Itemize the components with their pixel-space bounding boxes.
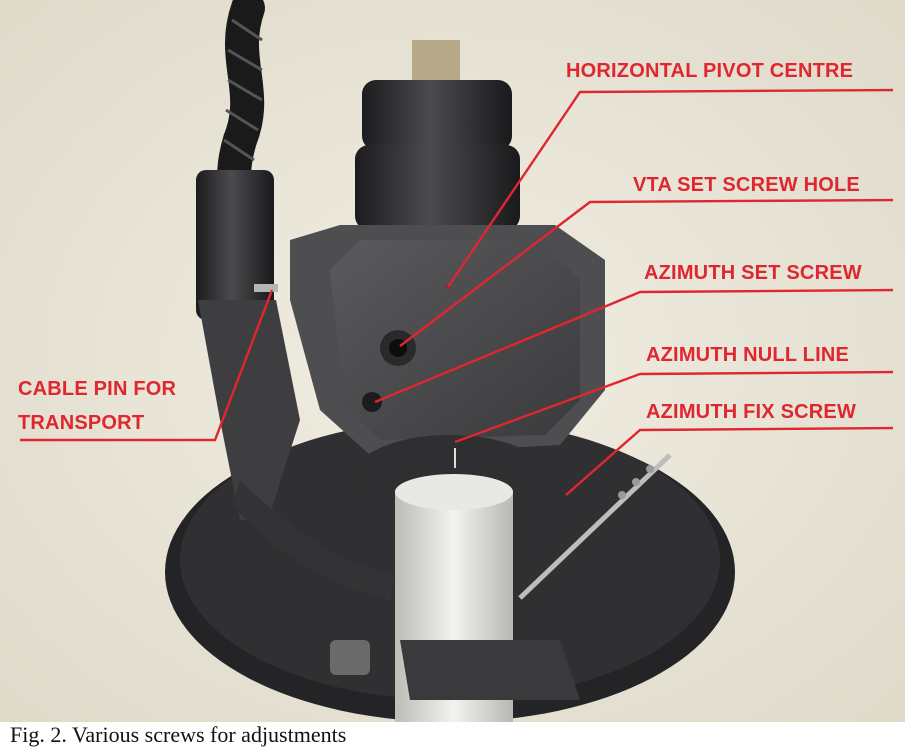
- adjust-knob: [330, 640, 370, 675]
- label-azimuth-null-line: AZIMUTH NULL LINE: [646, 344, 850, 366]
- callout-line-azimuth-fix: [565, 426, 894, 496]
- figure-caption: Fig. 2. Various screws for adjustments: [10, 722, 347, 747]
- label-cable-pin-line2: TRANSPORT: [18, 412, 145, 434]
- counterweight-rod: [518, 453, 672, 600]
- arm-rest-clip: [400, 640, 580, 700]
- callout-line-vta-screw: [399, 198, 894, 347]
- cable-clamp: [196, 170, 274, 320]
- cable-pin: [254, 284, 278, 292]
- pivot-connector: [412, 40, 460, 80]
- callout-line-azimuth-null: [454, 370, 894, 444]
- pivot-housing: [355, 145, 520, 230]
- label-vta-set-screw-hole: VTA SET SCREW HOLE: [633, 174, 860, 196]
- pivot-cap: [362, 80, 512, 150]
- tonearm-photo-illustration: [0, 0, 905, 722]
- label-azimuth-set-screw: AZIMUTH SET SCREW: [644, 262, 862, 284]
- callout-line-horizontal-pivot: [447, 88, 894, 288]
- octagon-face: [330, 240, 580, 440]
- azimuth-set-screw: [362, 392, 382, 412]
- callout-lines: [20, 88, 894, 496]
- callout-line-cable-pin: [20, 289, 274, 442]
- label-horizontal-pivot-centre: HORIZONTAL PIVOT CENTRE: [566, 60, 854, 82]
- cable-bracket: [198, 300, 300, 520]
- label-cable-pin-line1: CABLE PIN FOR: [18, 378, 177, 400]
- lift-lever: [232, 480, 395, 600]
- tonearm-photo: HORIZONTAL PIVOT CENTRE VTA SET SCREW HO…: [0, 0, 905, 722]
- label-azimuth-fix-screw: AZIMUTH FIX SCREW: [646, 401, 857, 423]
- callout-line-azimuth-set: [374, 288, 894, 404]
